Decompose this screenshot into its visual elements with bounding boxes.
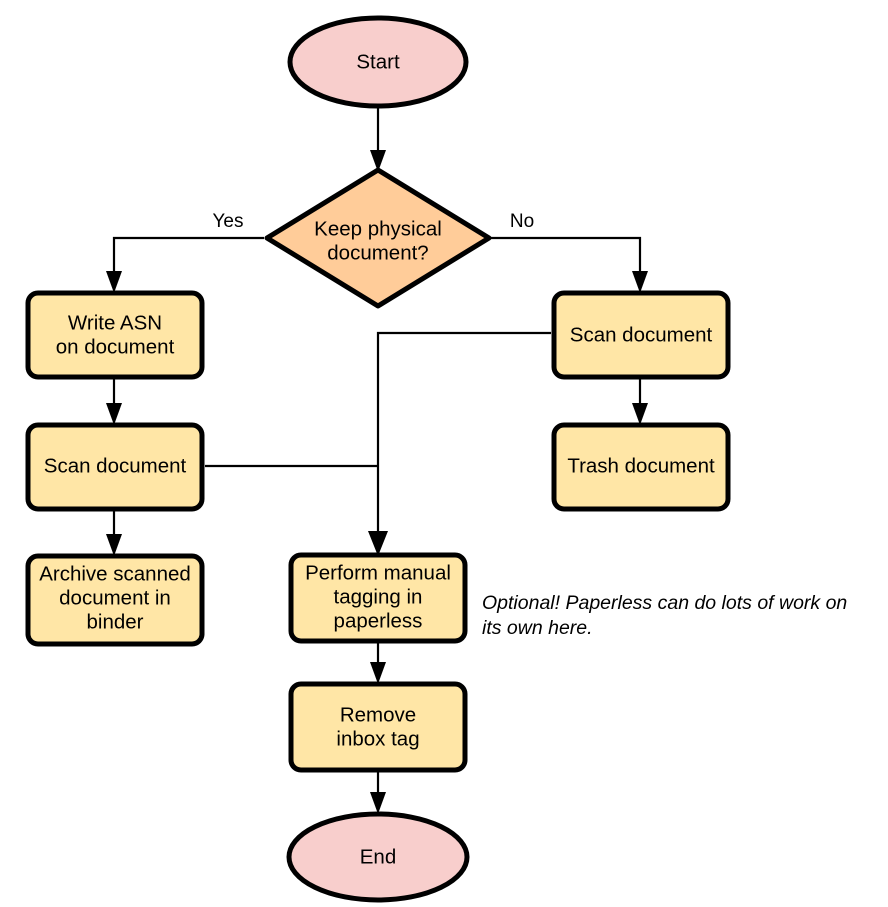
node-decision-label-line1: Keep physical bbox=[314, 217, 442, 240]
connector-scan-right-to-tagging bbox=[368, 331, 551, 556]
edge-label-no: No bbox=[510, 211, 534, 232]
edge-label-yes: Yes bbox=[213, 211, 244, 232]
node-start-label: Start bbox=[356, 50, 400, 73]
node-end[interactable]: End bbox=[286, 811, 470, 903]
connector-remove-inbox-to-end bbox=[370, 771, 386, 814]
node-archive-scanned-document-in-binder[interactable]: Archive scanned document in binder bbox=[25, 553, 205, 647]
node-archive-label-line2: document in bbox=[59, 586, 171, 609]
node-scan-document-right-label: Scan document bbox=[570, 323, 713, 346]
node-remove-inbox-tag[interactable]: Remove inbox tag bbox=[288, 681, 468, 773]
node-scan-document-left-label: Scan document bbox=[44, 454, 187, 477]
node-decision-label-line2: document? bbox=[327, 241, 428, 264]
connector-decision-no-to-scan-right bbox=[491, 236, 648, 293]
connector-start-to-decision bbox=[370, 106, 386, 172]
connector-decision-yes-to-write-asn bbox=[106, 236, 264, 293]
node-scan-document-left[interactable]: Scan document bbox=[25, 422, 205, 512]
node-scan-document-right[interactable]: Scan document bbox=[551, 290, 731, 380]
node-archive-label-line1: Archive scanned bbox=[39, 562, 191, 585]
node-tagging-label-line2: tagging in bbox=[334, 585, 423, 608]
node-tagging-label-line3: paperless bbox=[334, 609, 423, 632]
node-write-asn-label-line1: Write ASN bbox=[68, 311, 162, 334]
node-write-asn-on-document[interactable]: Write ASN on document bbox=[25, 290, 205, 380]
node-write-asn-label-line2: on document bbox=[56, 335, 175, 358]
node-remove-inbox-label-line2: inbox tag bbox=[336, 727, 419, 750]
node-archive-label-line3: binder bbox=[87, 610, 144, 633]
node-trash-document-label: Trash document bbox=[567, 454, 715, 477]
connector-write-asn-to-scan-left bbox=[106, 378, 122, 425]
node-start[interactable]: Start bbox=[287, 15, 469, 109]
node-perform-manual-tagging-in-paperless[interactable]: Perform manual tagging in paperless bbox=[288, 552, 468, 644]
connector-scan-right-to-trash bbox=[632, 378, 648, 425]
node-end-label: End bbox=[360, 845, 396, 868]
connector-tagging-to-remove-inbox bbox=[370, 641, 386, 684]
connector-scan-left-to-archive bbox=[106, 510, 122, 556]
node-remove-inbox-label-line1: Remove bbox=[340, 703, 416, 726]
annotation-optional-note: Optional! Paperless can do lots of work … bbox=[482, 592, 847, 639]
node-tagging-label-line1: Perform manual bbox=[305, 561, 451, 584]
node-trash-document[interactable]: Trash document bbox=[551, 422, 731, 512]
annotation-note-line1: Optional! Paperless can do lots of work … bbox=[482, 592, 847, 614]
node-decision-keep-physical-document[interactable]: Keep physical document? bbox=[264, 167, 492, 309]
annotation-note-line2: its own here. bbox=[482, 617, 593, 639]
